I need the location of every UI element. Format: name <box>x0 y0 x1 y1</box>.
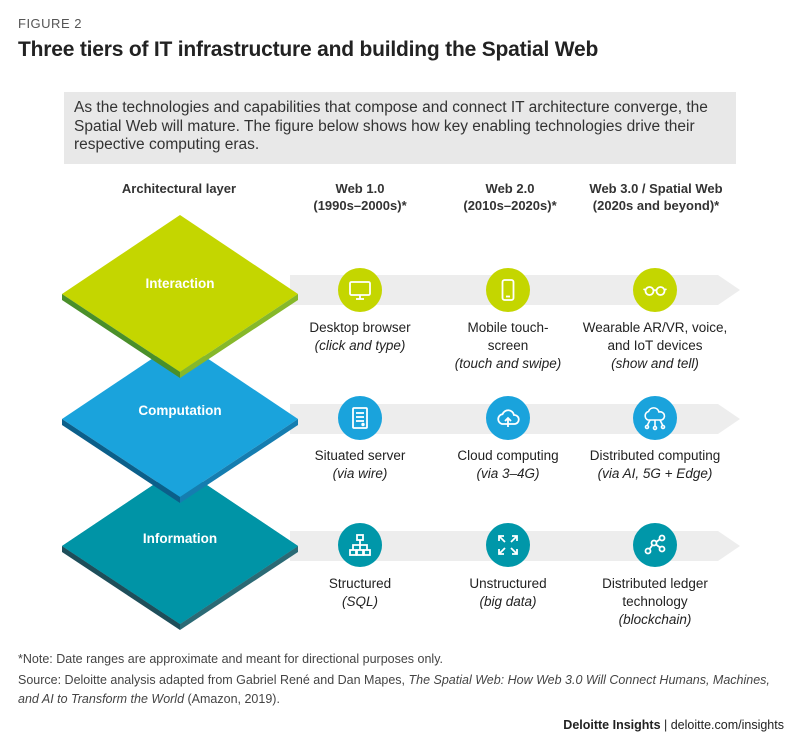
cell-information-web3: Distributed ledger technology (blockchai… <box>570 575 740 629</box>
source-book-title: The Spatial Web: How Web 3.0 Will Connec… <box>18 673 770 706</box>
cell-sub: (click and type) <box>314 338 406 353</box>
header-web1: Web 1.0 (1990s–2000s)* <box>313 181 407 213</box>
cell-interaction-web1: Desktop browser (click and type) <box>275 319 445 355</box>
cell-main: Cloud computing <box>457 448 559 463</box>
source-prefix: Source: Deloitte analysis adapted from G… <box>18 673 409 687</box>
layer-label-computation: Computation <box>138 403 222 418</box>
source-suffix: (Amazon, 2019). <box>184 692 280 706</box>
header-web3: Web 3.0 / Spatial Web (2020s and beyond)… <box>589 181 723 213</box>
page-title: Three tiers of IT infrastructure and bui… <box>18 38 599 61</box>
credit-line: Deloitte Insights | deloitte.com/insight… <box>563 718 784 732</box>
cell-interaction-web3: Wearable AR/VR, voice, and IoT devices (… <box>570 319 740 373</box>
cell-main: Situated server <box>314 448 406 463</box>
cell-sub: (via 3–4G) <box>476 466 540 481</box>
layer-computation-slab <box>62 340 298 503</box>
layer-information-slab <box>62 467 298 630</box>
layer-interaction-slab <box>62 215 298 378</box>
cell-sub: (big data) <box>479 594 537 609</box>
footnote: *Note: Date ranges are approximate and m… <box>18 652 444 666</box>
distributed-cloud-icon <box>633 396 677 440</box>
cell-interaction-web2: Mobile touch- screen (touch and swipe) <box>423 319 593 373</box>
cell-main: Mobile touch- screen <box>467 320 549 353</box>
source-citation: Source: Deloitte analysis adapted from G… <box>18 671 788 709</box>
monitor-icon <box>338 268 382 312</box>
cell-sub: (touch and swipe) <box>454 356 562 371</box>
hierarchy-icon <box>338 523 382 567</box>
server-icon <box>338 396 382 440</box>
cell-sub: (SQL) <box>341 594 378 609</box>
credit-url[interactable]: deloitte.com/insights <box>670 718 784 732</box>
brand-name: Deloitte Insights <box>563 718 661 732</box>
ledger-nodes-icon <box>633 523 677 567</box>
cell-sub: (blockchain) <box>618 612 692 627</box>
cell-main: Distributed computing <box>589 448 721 463</box>
expand-arrows-icon <box>486 523 530 567</box>
smartphone-icon <box>486 268 530 312</box>
header-web2: Web 2.0 (2010s–2020s)* <box>463 181 557 213</box>
intro-text-box: As the technologies and capabilities tha… <box>64 92 736 164</box>
cell-information-web2: Unstructured (big data) <box>423 575 593 611</box>
cell-computation-web2: Cloud computing (via 3–4G) <box>423 447 593 483</box>
cell-main: Structured <box>328 576 392 591</box>
layer-label-information: Information <box>142 531 218 546</box>
cell-main: Unstructured <box>469 576 547 591</box>
figure-label: FIGURE 2 <box>18 16 82 31</box>
cell-computation-web3: Distributed computing (via AI, 5G + Edge… <box>570 447 740 483</box>
cell-main: Desktop browser <box>309 320 411 335</box>
cloud-upload-icon <box>486 396 530 440</box>
ar-vr-glasses-icon <box>633 268 677 312</box>
cell-sub: (via AI, 5G + Edge) <box>597 466 713 481</box>
cell-computation-web1: Situated server (via wire) <box>275 447 445 483</box>
cell-sub: (via wire) <box>332 466 388 481</box>
cell-sub: (show and tell) <box>611 356 699 371</box>
cell-main: Wearable AR/VR, voice, and IoT devices <box>582 320 728 353</box>
cell-information-web1: Structured (SQL) <box>275 575 445 611</box>
cell-main: Distributed ledger technology <box>602 576 708 609</box>
credit-separator: | <box>660 718 671 732</box>
layer-label-interaction: Interaction <box>145 276 215 291</box>
header-architectural-layer: Architectural layer <box>121 181 237 196</box>
